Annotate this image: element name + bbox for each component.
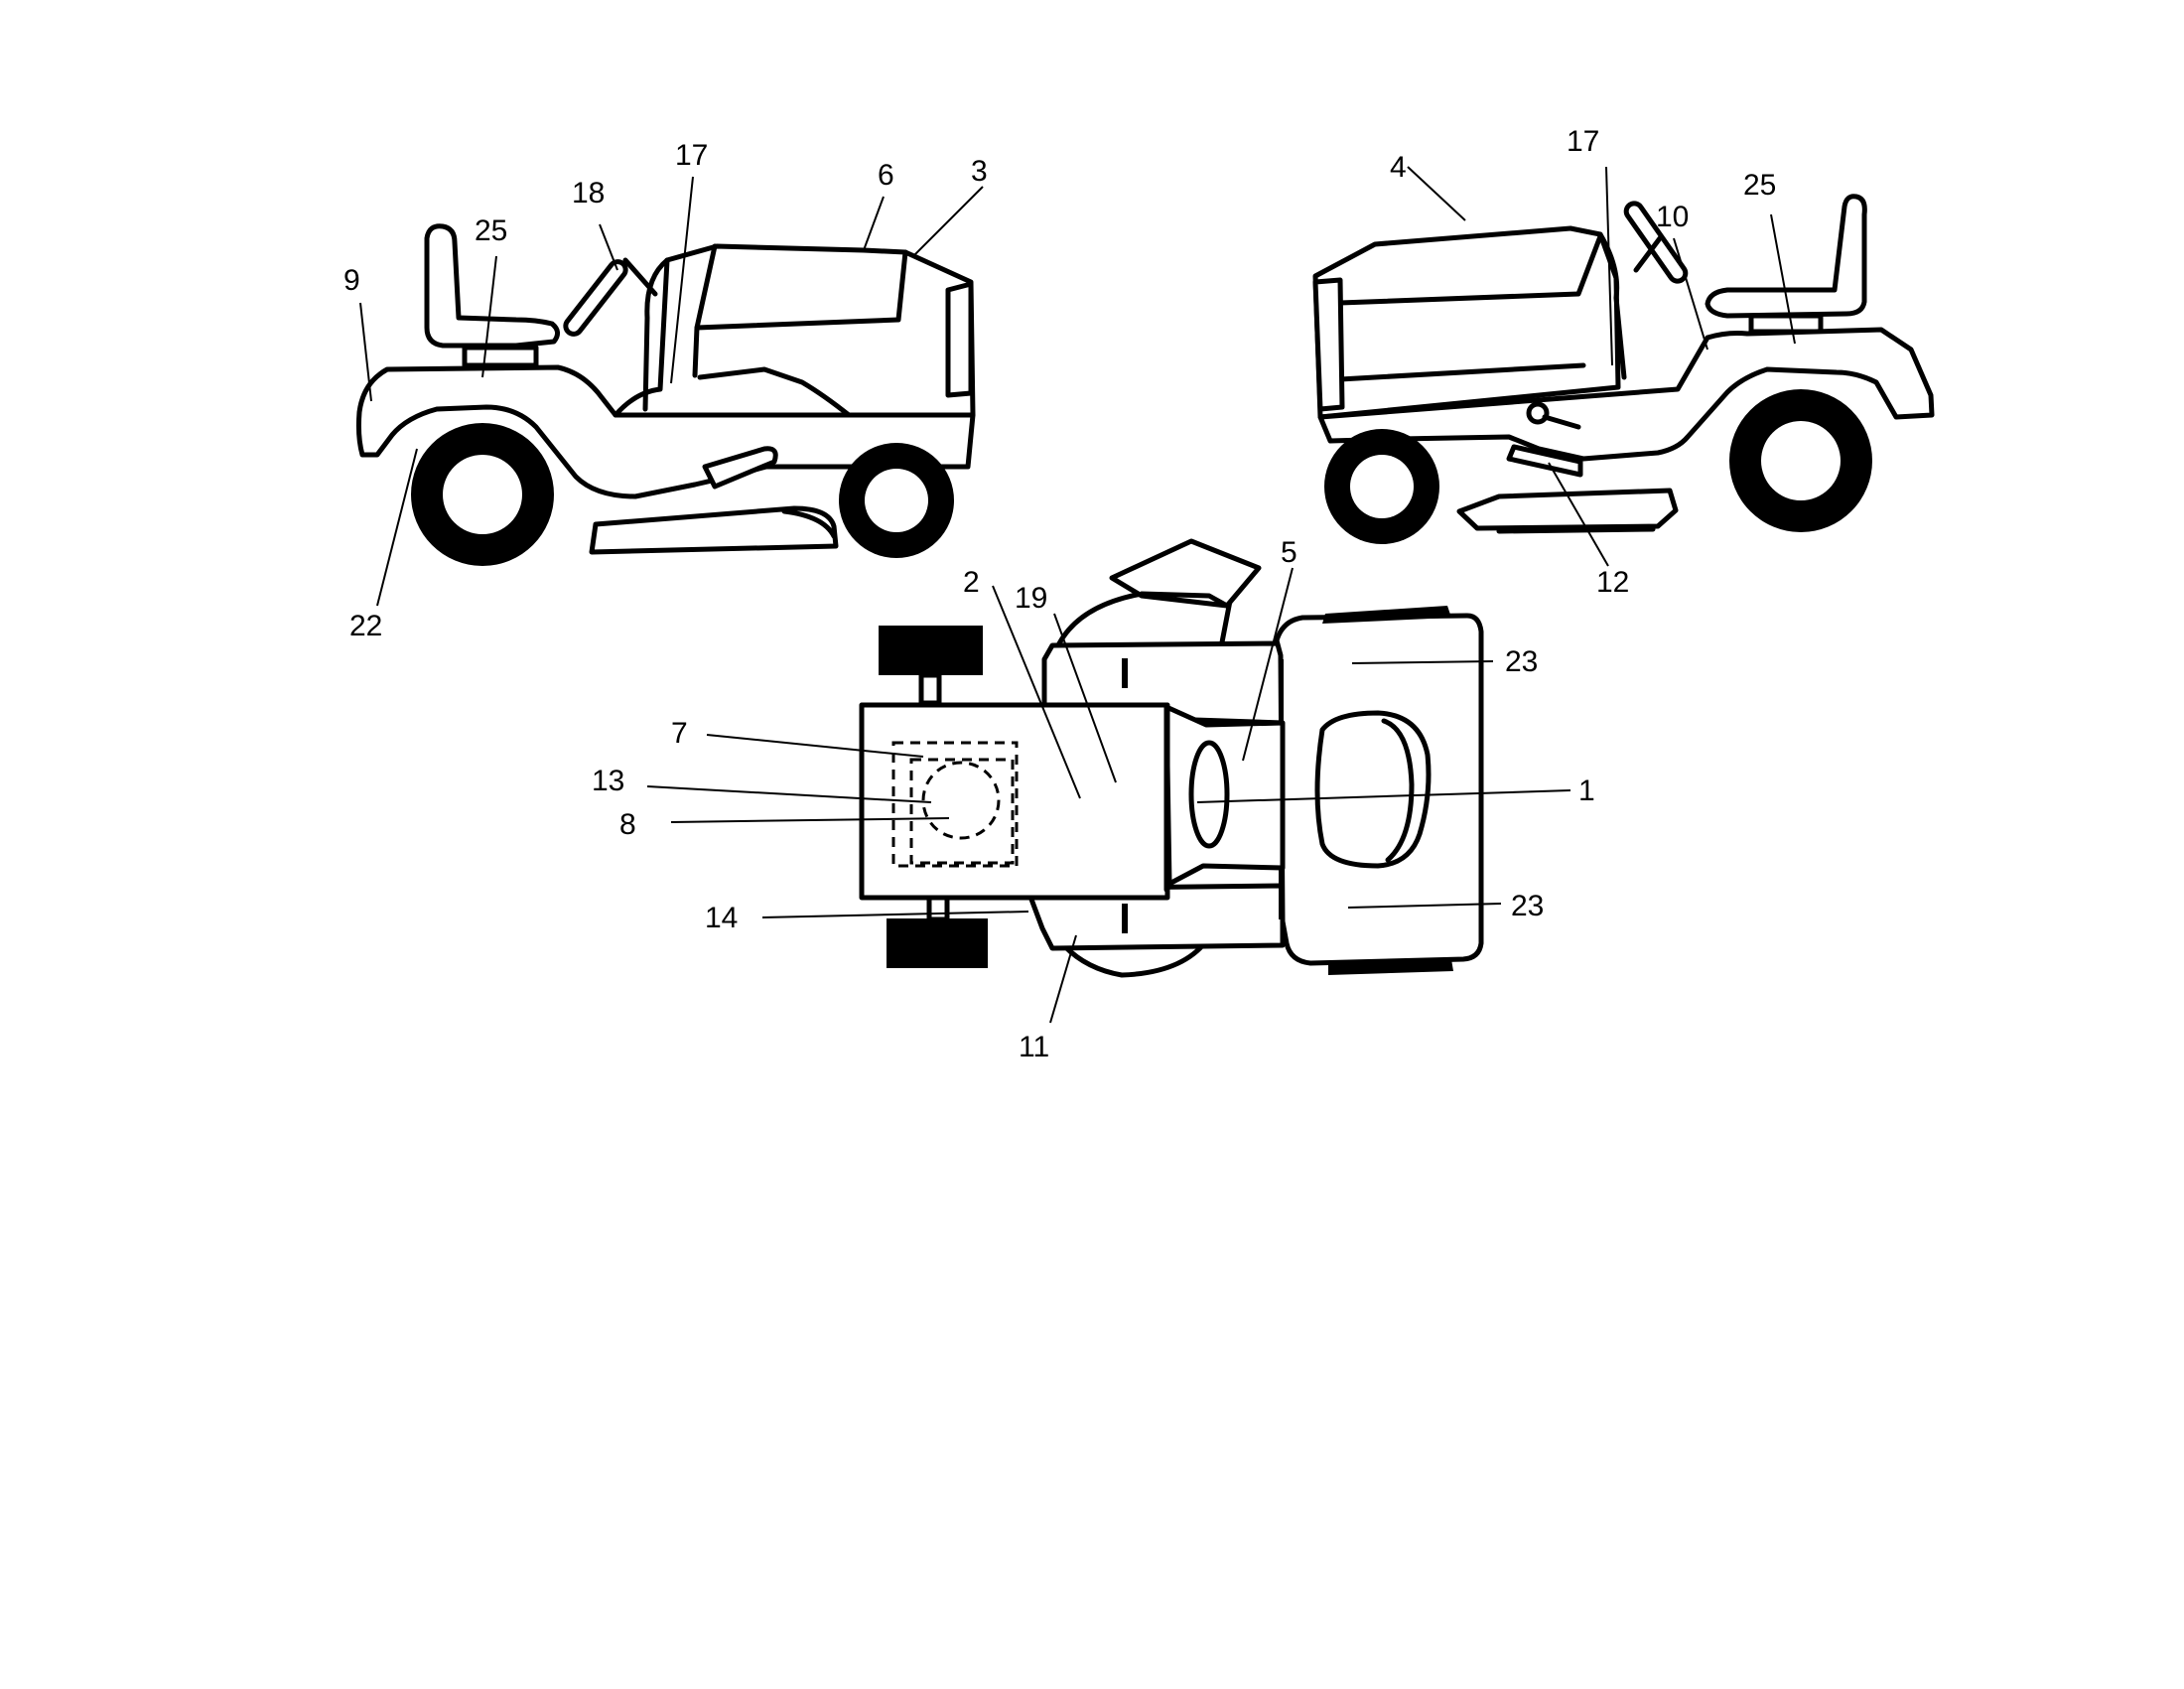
rear-fender xyxy=(1317,327,1935,462)
seat-back-edge xyxy=(1381,718,1415,863)
engine-outline xyxy=(891,741,1019,868)
mower-deck xyxy=(1456,488,1679,531)
callout-11: 11 xyxy=(1019,1031,1049,1063)
front-left-tire xyxy=(879,626,983,675)
front-wheel-hub xyxy=(1350,455,1414,518)
foot-pedal xyxy=(1506,444,1583,478)
callout-25-right: 25 xyxy=(1743,169,1776,202)
callout-17-left: 17 xyxy=(675,139,708,172)
front-wheel-hub xyxy=(865,469,928,532)
callout-6: 6 xyxy=(878,159,894,192)
callout-2: 2 xyxy=(963,566,980,599)
front-left-axle xyxy=(918,672,942,706)
seat-back xyxy=(424,223,560,349)
callout-23-top: 23 xyxy=(1505,645,1538,678)
tractor-top-view xyxy=(859,538,1484,978)
callout-12: 12 xyxy=(1596,566,1629,599)
deck-lower xyxy=(1496,526,1656,534)
callout-8: 8 xyxy=(619,808,636,841)
seat-post xyxy=(462,345,539,368)
rear-wheel-hub xyxy=(443,455,522,534)
hood-panel xyxy=(694,249,908,331)
rear-left-tire xyxy=(1322,606,1451,624)
discharge-chute xyxy=(1109,538,1262,609)
board-mark-bottom xyxy=(1122,904,1128,933)
dash-tower xyxy=(1597,231,1627,380)
steering-top-view xyxy=(1188,740,1230,849)
rear-right-tire xyxy=(1328,959,1453,975)
steering-column xyxy=(622,257,658,297)
callout-3: 3 xyxy=(971,155,988,188)
tractor-left-side-view xyxy=(355,223,976,566)
running-board-bottom xyxy=(1024,883,1286,951)
chute-lip xyxy=(1139,591,1230,609)
callout-22: 22 xyxy=(349,610,382,642)
seat-post xyxy=(1748,313,1824,335)
callout-13: 13 xyxy=(592,765,624,797)
seat-top-view xyxy=(1314,710,1432,869)
callout-18: 18 xyxy=(572,177,605,210)
callout-5: 5 xyxy=(1281,536,1297,569)
leader-lines xyxy=(359,166,1796,1024)
hood-panel xyxy=(1337,233,1603,306)
hood-lower-line xyxy=(1337,362,1586,382)
callout-14: 14 xyxy=(705,902,738,934)
foot-pedal xyxy=(702,446,778,490)
lift-lever xyxy=(1542,414,1581,430)
callout-19: 19 xyxy=(1015,582,1047,615)
hood xyxy=(1312,225,1621,420)
hood xyxy=(613,243,976,418)
callout-17-right: 17 xyxy=(1567,125,1599,158)
callout-10: 10 xyxy=(1656,201,1689,233)
engine-cap xyxy=(921,761,1001,840)
engine-outline-inner xyxy=(909,758,1015,865)
callout-7: 7 xyxy=(671,717,688,750)
rear-fender xyxy=(355,364,976,499)
callout-1: 1 xyxy=(1578,774,1595,807)
rear-wheel-hub xyxy=(1761,421,1841,500)
steering-wheel xyxy=(563,259,628,337)
callout-25-left: 25 xyxy=(475,214,507,247)
board-mark-top xyxy=(1122,658,1128,688)
front-grille xyxy=(945,281,974,398)
mower-deck xyxy=(589,505,839,555)
callout-4: 4 xyxy=(1390,151,1407,184)
callout-9: 9 xyxy=(343,264,360,297)
steering-column xyxy=(1633,235,1663,273)
deck-chute xyxy=(781,508,837,539)
callout-labels: 9 25 18 17 6 3 22 4 17 10 25 12 2 19 5 2… xyxy=(343,125,1776,1063)
callout-23-bottom: 23 xyxy=(1511,890,1544,922)
front-grille xyxy=(1312,277,1345,412)
lift-lever-knob xyxy=(1526,401,1550,425)
front-right-tire xyxy=(887,918,988,968)
hood-lower-panel xyxy=(697,366,852,418)
tractor-right-side-view xyxy=(1312,194,1935,544)
